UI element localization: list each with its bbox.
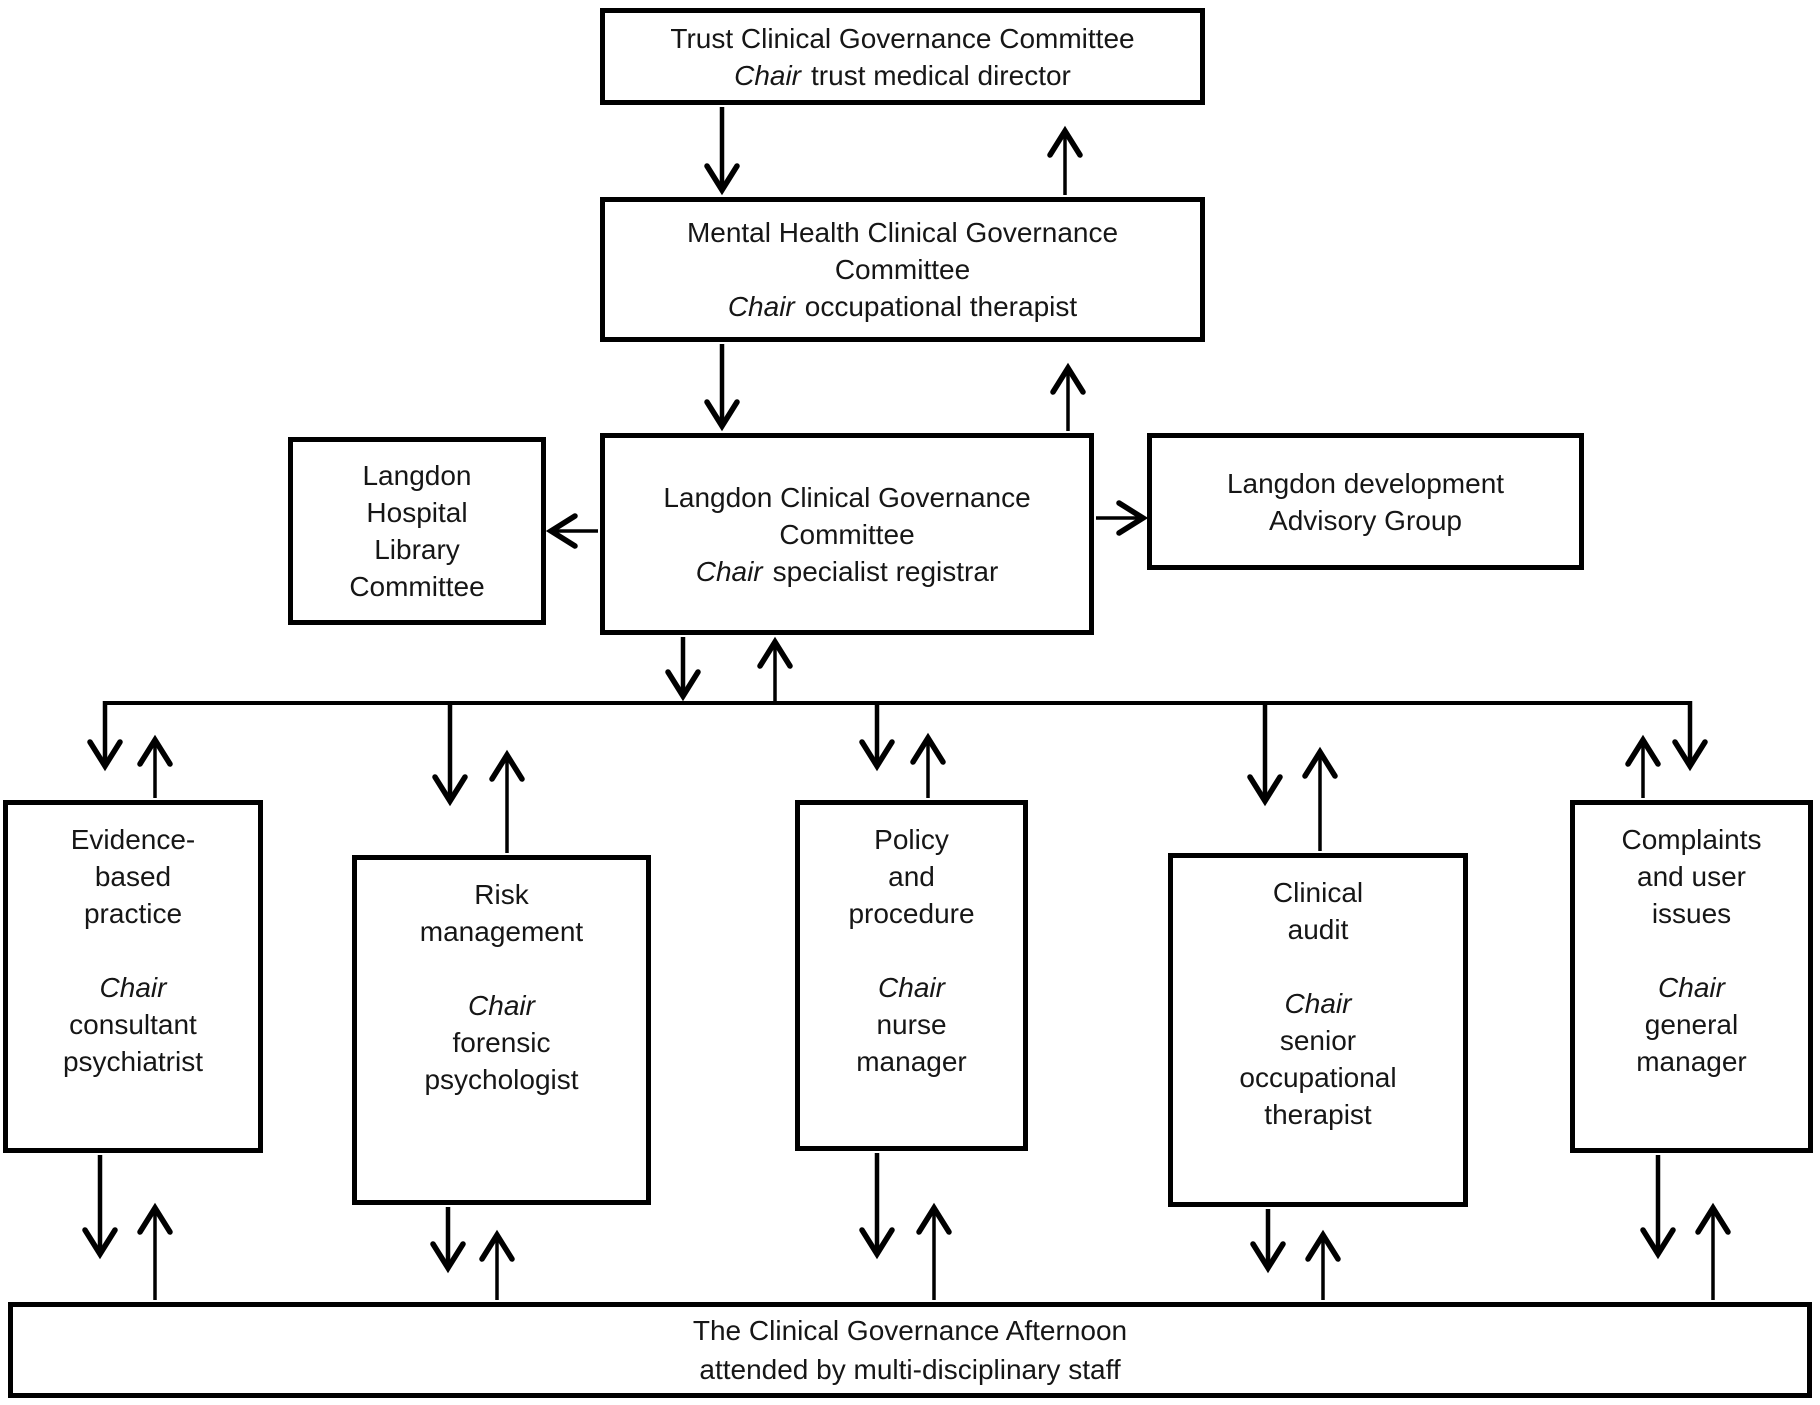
chair-role-line: general: [1644, 1009, 1739, 1040]
box-title-line: Advisory Group: [1269, 504, 1462, 536]
chair-role: occupational therapist: [804, 291, 1078, 322]
chair-role-line: senior: [1279, 1025, 1357, 1056]
langdon-clinical-governance-committee-box: Langdon Clinical Governance Committee Ch…: [600, 433, 1094, 635]
chair-role-line: occupational: [1239, 1062, 1397, 1093]
footer-line: attended by multi-disciplinary staff: [699, 1354, 1121, 1385]
chair-label: Chair: [468, 990, 535, 1021]
chair-role-line: forensic: [452, 1027, 551, 1058]
box-chair-line: Chair occupational therapist: [728, 288, 1077, 325]
box-title-line: issues: [1651, 898, 1732, 929]
box-chair-line: Chair specialist registrar: [696, 553, 999, 590]
complaints-and-user-issues-box: Complaints and user issues Chair general…: [1570, 800, 1813, 1153]
chair-label: Chair: [1658, 972, 1725, 1003]
chair-role: trust medical director: [811, 59, 1071, 91]
chair-role-line: manager: [1636, 1046, 1747, 1077]
box-title-line: and: [888, 861, 935, 892]
box-title-line: Langdon: [362, 460, 472, 491]
box-title-line: Langdon Clinical Governance: [663, 481, 1031, 513]
box-title-line: Complaints: [1621, 824, 1762, 855]
box-chair-line: Chair trust medical director: [734, 57, 1071, 94]
mental-health-clinical-governance-committee-box: Mental Health Clinical Governance Commit…: [600, 197, 1205, 342]
langdon-hospital-library-committee-box: Langdon Hospital Library Committee: [288, 437, 546, 625]
box-title-line: Policy: [874, 824, 949, 855]
langdon-development-advisory-group-box: Langdon development Advisory Group: [1147, 433, 1584, 570]
clinical-audit-box: Clinical audit Chair senior occupational…: [1168, 853, 1468, 1207]
box-title-line: procedure: [848, 898, 975, 929]
box-title-line: management: [419, 916, 584, 947]
chair-role-line: manager: [856, 1046, 967, 1077]
chair-label: Chair: [99, 972, 167, 1003]
box-title-line: Evidence-: [70, 824, 196, 855]
box-title-line: Langdon development: [1226, 467, 1505, 499]
box-title-line: Committee: [834, 254, 971, 285]
arrow-group: [82, 107, 1731, 1300]
footer-line: The Clinical Governance Afternoon: [692, 1315, 1128, 1346]
box-title-line: based: [94, 861, 172, 892]
chair-role-line: therapist: [1264, 1099, 1372, 1130]
clinical-governance-afternoon-bar: The Clinical Governance Afternoon attend…: [8, 1302, 1812, 1398]
box-title-line: Mental Health Clinical Governance: [686, 217, 1119, 248]
policy-and-procedure-box: Policy and procedure Chair nurse manager: [795, 800, 1028, 1151]
chair-role-line: nurse: [876, 1009, 947, 1040]
chair-label: Chair: [727, 291, 795, 322]
evidence-based-practice-box: Evidence- based practice Chair consultan…: [3, 800, 263, 1153]
chair-role-line: psychologist: [424, 1064, 579, 1095]
box-title-line: Hospital: [366, 497, 468, 528]
chair-label: Chair: [695, 555, 763, 587]
box-title-line: practice: [83, 898, 183, 929]
chair-label: Chair: [734, 59, 802, 91]
chair-role: specialist registrar: [772, 555, 999, 587]
risk-management-box: Risk management Chair forensic psycholog…: [352, 855, 651, 1205]
trust-clinical-governance-committee-box: Trust Clinical Governance Committee Chai…: [600, 8, 1205, 105]
chair-label: Chair: [878, 972, 945, 1003]
box-title-line: Trust Clinical Governance Committee: [670, 22, 1135, 54]
box-title-line: Clinical: [1272, 877, 1364, 908]
box-title-line: Committee: [349, 571, 485, 602]
box-title-line: Committee: [779, 518, 915, 550]
chair-role-line: consultant: [69, 1009, 197, 1040]
box-title-line: Risk: [474, 879, 529, 910]
chair-role-line: psychiatrist: [62, 1046, 204, 1077]
box-title-line: Library: [374, 534, 460, 565]
box-title-line: audit: [1287, 914, 1349, 945]
chair-label: Chair: [1284, 988, 1352, 1019]
box-title-line: and user: [1637, 861, 1746, 892]
